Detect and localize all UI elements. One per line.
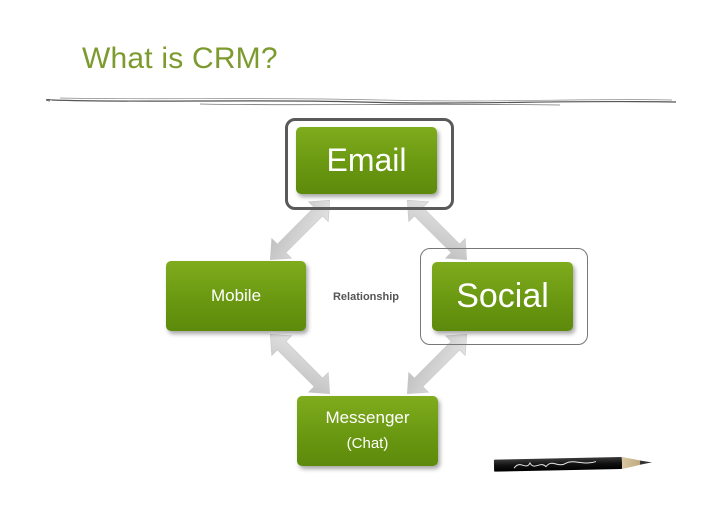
slide-title: What is CRM? xyxy=(82,42,278,75)
node-mobile: Mobile xyxy=(166,261,306,331)
social-highlight-frame xyxy=(420,248,588,345)
node-social-label: Social xyxy=(456,277,549,315)
node-email: Email xyxy=(296,127,437,194)
node-social: Social xyxy=(432,262,573,331)
node-mobile-label: Mobile xyxy=(210,286,262,305)
node-messenger: Messenger (Chat) xyxy=(297,396,438,466)
center-relationship-label: Relationship xyxy=(332,291,399,303)
node-messenger-label: Messenger xyxy=(325,408,410,427)
email-highlight-frame xyxy=(285,118,454,210)
node-messenger-sublabel: (Chat) xyxy=(346,435,389,452)
node-email-label: Email xyxy=(326,142,407,178)
